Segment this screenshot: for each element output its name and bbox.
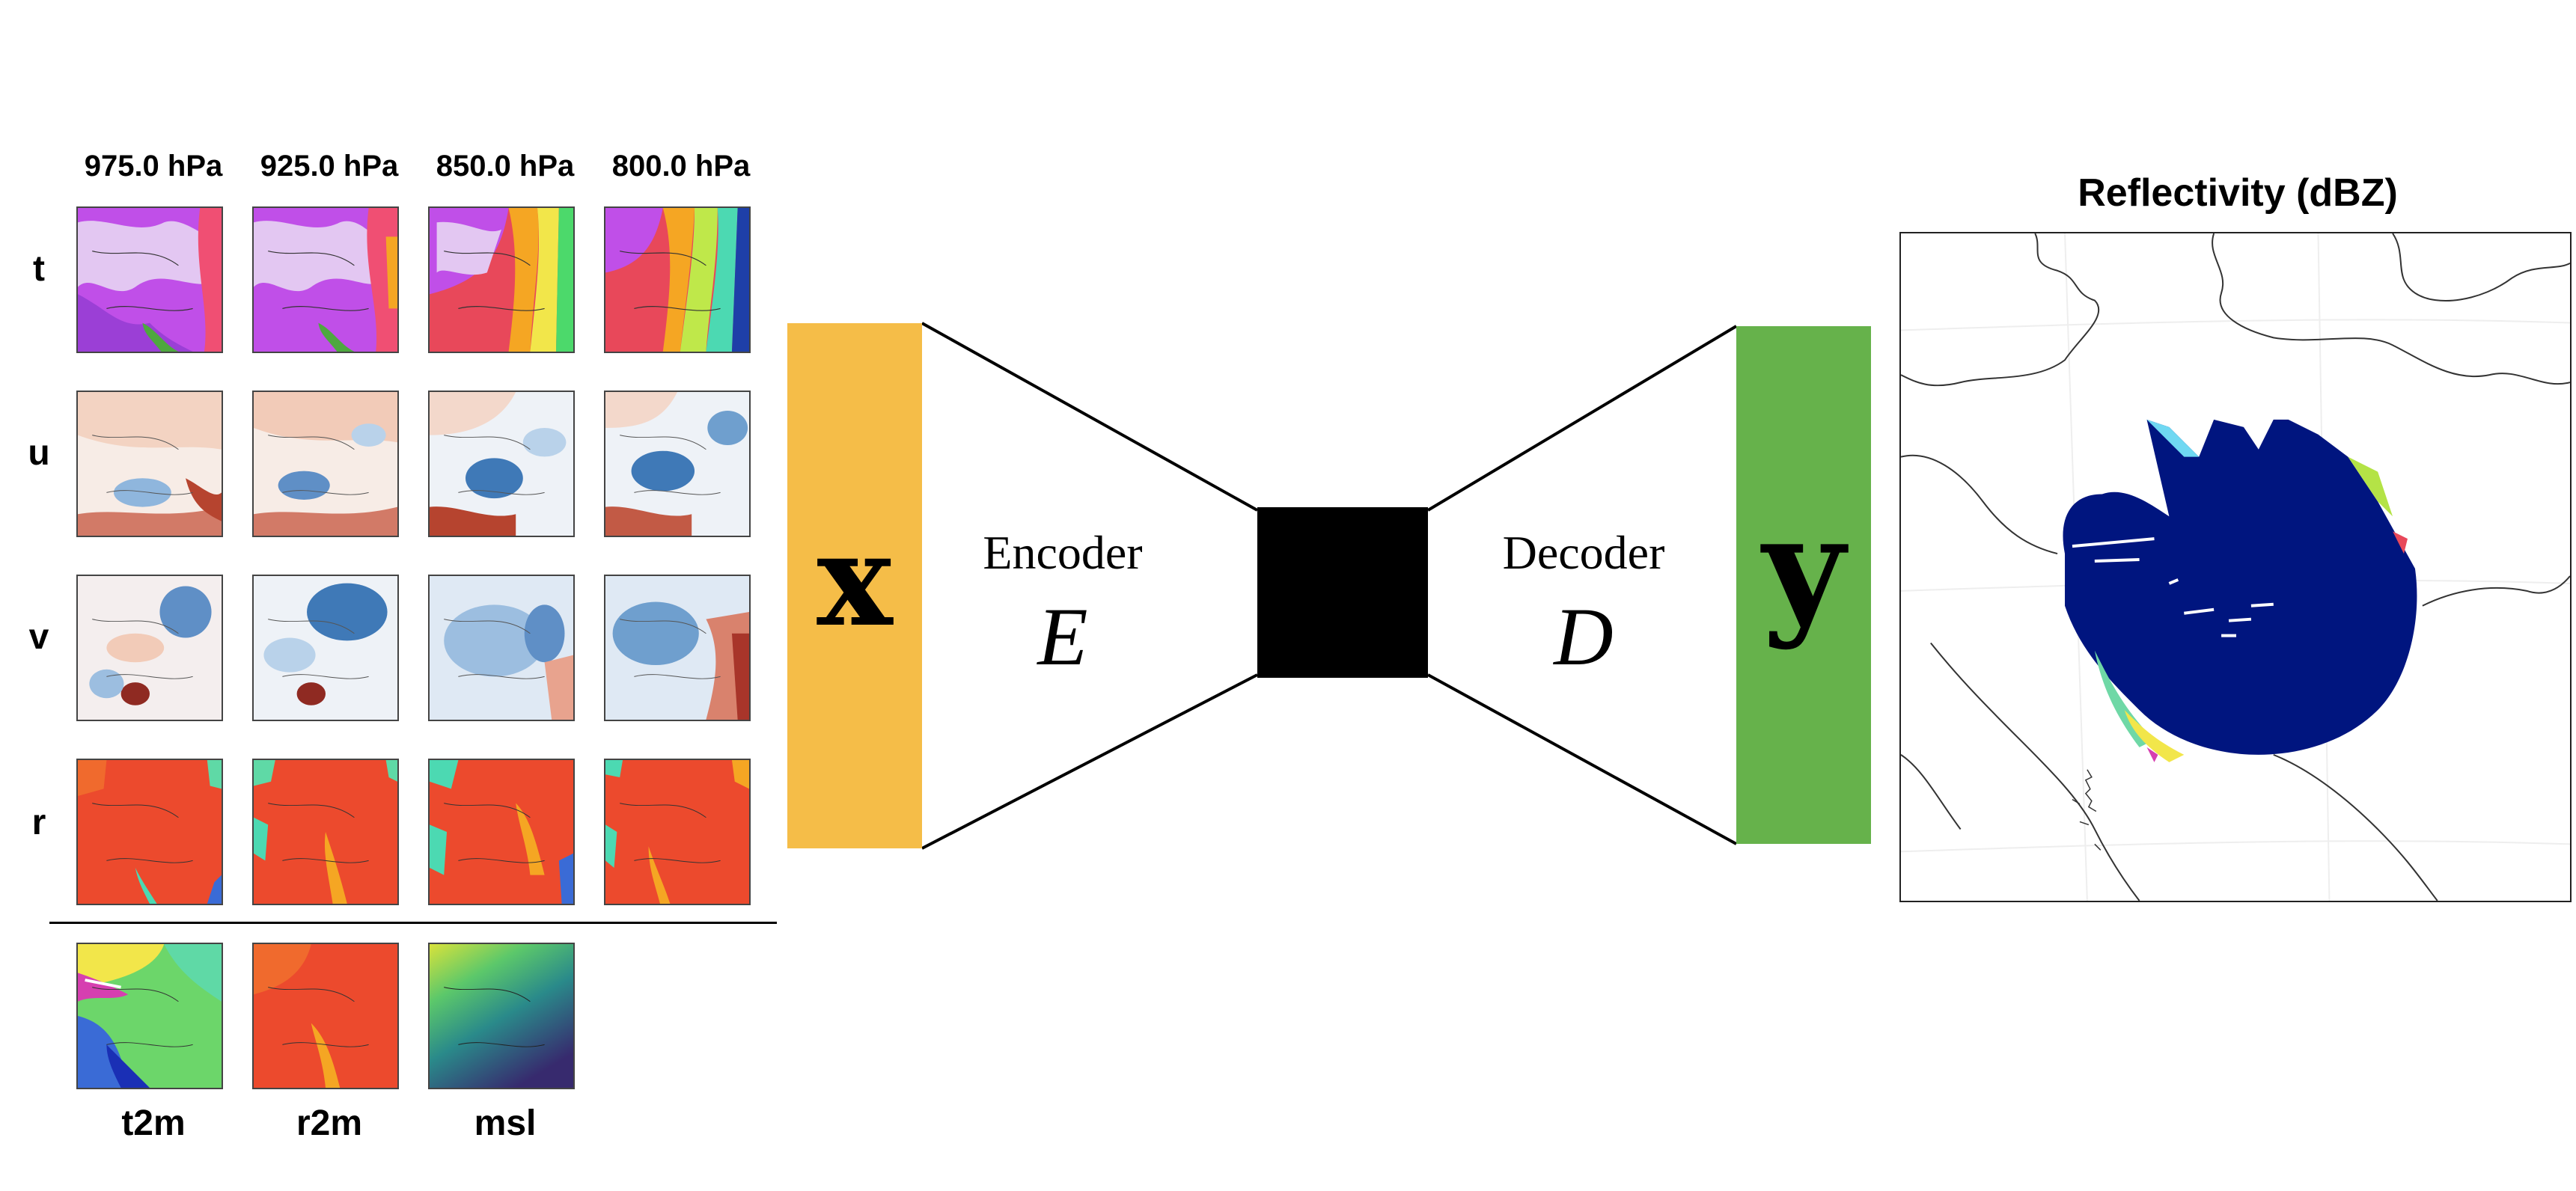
reflectivity-map	[1899, 232, 2572, 902]
latent-representation-block	[1257, 507, 1428, 678]
thumbnail-r2m	[252, 943, 399, 1089]
variable-label-u: u	[28, 433, 50, 473]
thumbnail-t-800	[604, 206, 751, 353]
pressure-level-header-975: 975.0 hPa	[84, 150, 223, 183]
thumbnail-t-925	[252, 206, 399, 353]
thumbnail-t-975	[76, 206, 223, 353]
decoder-symbol: D	[1554, 591, 1614, 682]
thumbnail-r-800	[604, 759, 751, 905]
thumbnail-u-800	[604, 391, 751, 537]
variable-label-v: v	[28, 617, 49, 657]
pressure-level-header-850: 850.0 hPa	[436, 150, 575, 183]
decoder-label: Decoder	[1502, 526, 1665, 579]
thumbnail-v-850	[428, 575, 575, 721]
thumbnail-msl	[428, 943, 575, 1089]
variable-label-r: r	[31, 803, 46, 842]
variable-label-t: t	[33, 249, 45, 289]
thumbnail-v-975	[76, 575, 223, 721]
surface-label-r2m: r2m	[296, 1103, 363, 1143]
thumbnail-u-850	[428, 391, 575, 537]
surface-label-msl: msl	[474, 1103, 537, 1143]
thumbnail-r-850	[428, 759, 575, 905]
thumbnail-v-800	[604, 575, 751, 721]
encoder-label: Encoder	[983, 526, 1143, 579]
thumbnail-u-975	[76, 391, 223, 537]
output-y-block	[1736, 326, 1871, 844]
thumbnail-v-925	[252, 575, 399, 721]
thumbnail-r-975	[76, 759, 223, 905]
input-x-block	[787, 323, 922, 848]
surface-label-t2m: t2m	[121, 1103, 186, 1143]
pressure-level-header-925: 925.0 hPa	[260, 150, 399, 183]
thumbnail-t2m	[76, 943, 223, 1089]
reflectivity-map-title: Reflectivity (dBZ)	[2078, 171, 2398, 215]
input-symbol-x: x	[817, 506, 893, 655]
pressure-level-header-800: 800.0 hPa	[611, 150, 751, 183]
encoder-symbol: E	[1037, 591, 1088, 682]
surface-separator-line	[49, 922, 777, 924]
thumbnail-u-925	[252, 391, 399, 537]
output-symbol-y: y	[1762, 485, 1846, 652]
thumbnail-r-925	[252, 759, 399, 905]
thumbnail-t-850	[428, 206, 575, 353]
